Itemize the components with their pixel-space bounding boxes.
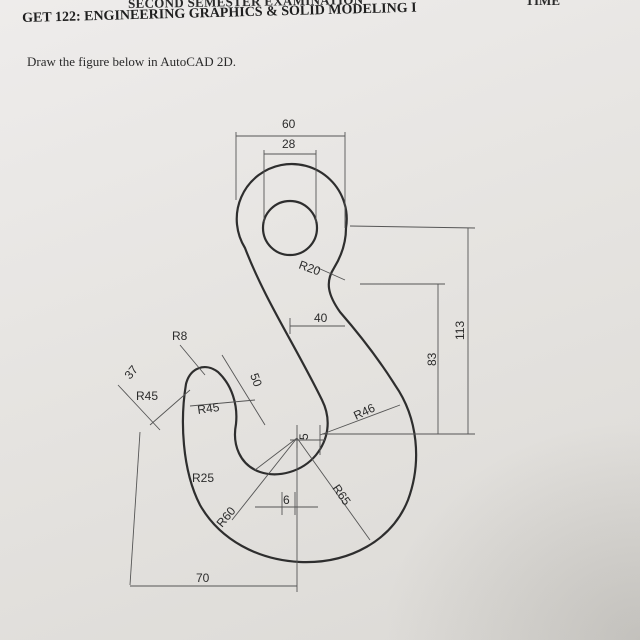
dim-r46: R46 [351,401,377,423]
eye-hole [261,199,319,257]
dim-40: 40 [314,311,328,325]
dim-113: 113 [453,321,467,340]
dim-r25: R25 [192,471,214,485]
dim-r45-left: R45 [136,389,158,403]
dim-50: 50 [247,371,265,389]
dim-70: 70 [196,571,210,585]
dim-r8: R8 [172,329,188,343]
dim-r45-inner: R45 [196,400,220,417]
dim-83: 83 [425,352,439,366]
dim-r65: R65 [330,482,354,508]
dim-5: 5 [297,433,311,440]
dimension-lines [117,132,476,592]
dim-r20: R20 [297,258,323,279]
dim-6: 6 [283,493,290,507]
dim-37: 37 [122,362,142,381]
instruction-text: Draw the figure below in AutoCAD 2D. [27,54,237,69]
hook-profile [181,162,418,564]
hook-outline [181,162,418,564]
dim-r60: R60 [214,504,239,530]
dim-28: 28 [282,137,296,151]
time-label: TIME [525,0,560,8]
dimension-labels: 60 28 R20 40 83 113 R8 37 R45 R45 50 R46… [122,117,467,585]
dim-60: 60 [282,117,296,131]
